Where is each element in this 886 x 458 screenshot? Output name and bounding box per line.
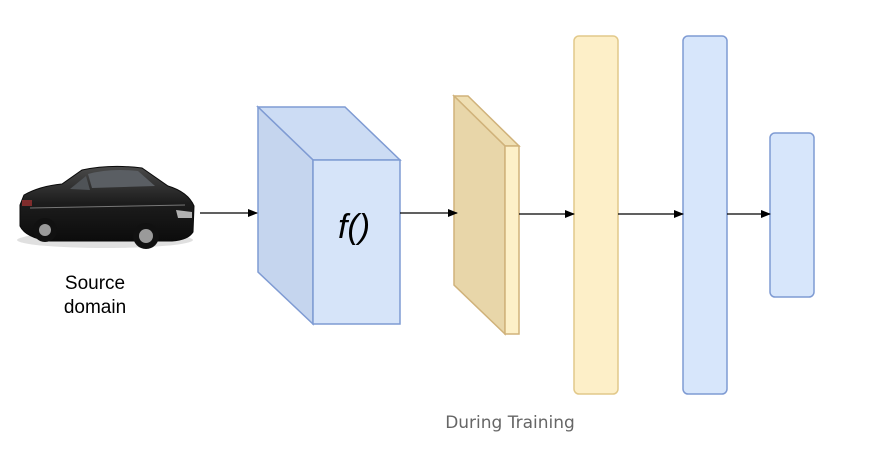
- encoder-label: f(): [338, 208, 370, 246]
- fc-layer-2: [682, 35, 728, 395]
- source-domain-label-line1: Source: [64, 273, 126, 294]
- output-layer: [769, 132, 815, 298]
- source-domain-label: Source domain: [30, 272, 160, 320]
- feature-slab-side-face: [504, 145, 520, 335]
- encoder-block: f(): [256, 105, 402, 326]
- fc-layer-1: [573, 35, 619, 395]
- source-domain-label-line2: domain: [63, 297, 127, 318]
- encoder-front-face: [312, 159, 401, 325]
- caption: During Training: [445, 413, 575, 433]
- car-image: [17, 165, 195, 249]
- feature-slab: [452, 94, 521, 336]
